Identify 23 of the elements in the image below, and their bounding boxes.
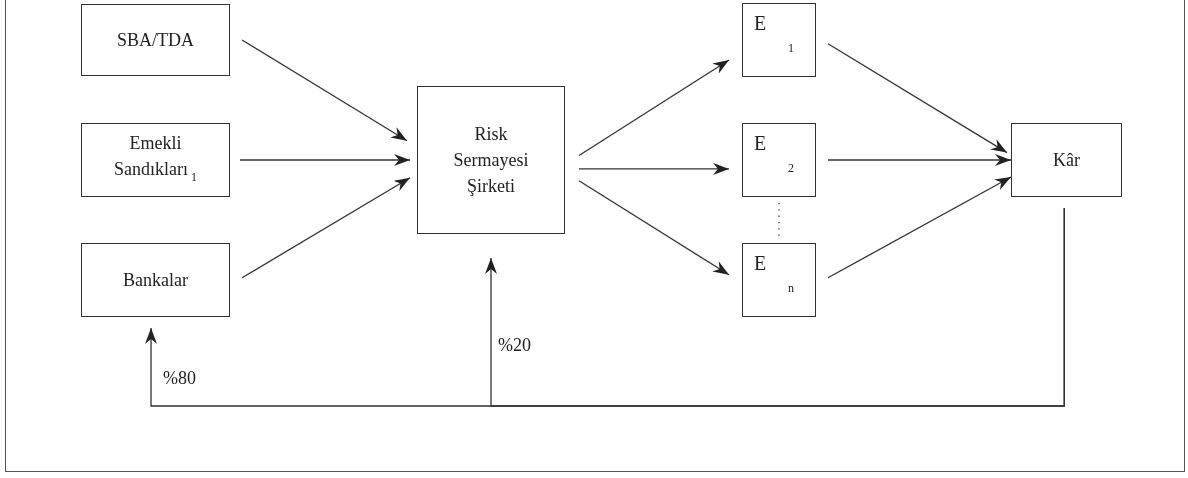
process-box	[1011, 123, 1122, 197]
arrow	[827, 154, 1012, 166]
arrow	[239, 154, 411, 166]
arrow	[241, 39, 408, 142]
arrow	[241, 177, 411, 279]
process-box	[417, 86, 565, 234]
process-box	[81, 4, 230, 76]
process-box	[81, 123, 230, 197]
process-box	[742, 243, 816, 317]
node-label: Emekli Sandıkları$_{1}$	[113, 132, 198, 186]
arrow	[578, 180, 730, 276]
arrow	[827, 43, 1008, 154]
node-label: SBA/TDA	[116, 29, 195, 52]
arrow	[485, 207, 1065, 407]
process-box	[81, 243, 230, 317]
node-label: Kâr	[1052, 149, 1081, 172]
arrow	[578, 59, 730, 157]
process-box	[742, 3, 816, 77]
node-label: Risk Sermayesi Şirketi	[452, 123, 530, 198]
arrow	[578, 162, 730, 175]
node-label: Bankalar	[122, 269, 189, 292]
arrow	[827, 176, 1012, 279]
process-box	[742, 123, 816, 197]
